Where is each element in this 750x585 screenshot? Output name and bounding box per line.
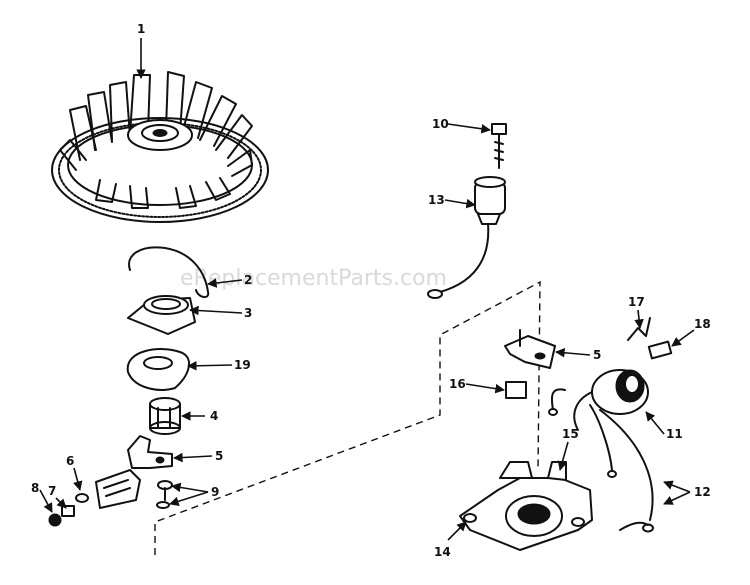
washer-plate-icon <box>127 295 196 335</box>
callout-2: 2 <box>244 273 252 287</box>
callout-1: 1 <box>137 22 145 36</box>
clip-icon <box>647 340 673 360</box>
condenser-icon <box>474 176 506 225</box>
callout-13: 13 <box>428 193 445 207</box>
callout-5-left: 5 <box>215 449 223 463</box>
callout-12: 12 <box>694 485 711 499</box>
breaker-parts-icon <box>48 469 141 527</box>
callout-16: 16 <box>449 377 466 391</box>
coil-screw-icon <box>491 123 507 169</box>
callout-17: 17 <box>628 295 645 309</box>
callout-18: 18 <box>694 317 711 331</box>
spring-wire-icon <box>627 317 651 341</box>
callout-3: 3 <box>244 306 252 320</box>
callout-11: 11 <box>666 427 683 441</box>
insulator-icon <box>505 381 527 399</box>
gasket-plate-icon <box>126 348 190 391</box>
flywheel-icon <box>51 71 269 223</box>
stator-base-icon <box>459 461 593 551</box>
callout-19: 19 <box>234 358 251 372</box>
callout-7: 7 <box>48 484 56 498</box>
callout-4: 4 <box>210 409 218 423</box>
callout-14: 14 <box>434 545 451 559</box>
callout-10: 10 <box>432 117 449 131</box>
coil-lead-wires-icon <box>548 388 654 533</box>
callout-15: 15 <box>562 427 579 441</box>
condenser-lead-icon <box>439 223 490 293</box>
dashed-routing-line <box>154 280 541 555</box>
spring-clip-icon <box>128 246 210 298</box>
watermark: eReplacementParts.com <box>180 266 447 291</box>
sleeve-icon <box>149 397 181 435</box>
callout-6: 6 <box>66 454 74 468</box>
leader-lines <box>39 38 695 541</box>
callout-5-right: 5 <box>593 348 601 362</box>
ignition-coil-icon <box>573 369 649 431</box>
screw-icon <box>156 480 173 509</box>
callout-9: 9 <box>211 485 219 499</box>
callout-8: 8 <box>31 481 39 495</box>
bracket-icon <box>127 435 173 469</box>
coil-bracket-icon <box>504 329 556 369</box>
